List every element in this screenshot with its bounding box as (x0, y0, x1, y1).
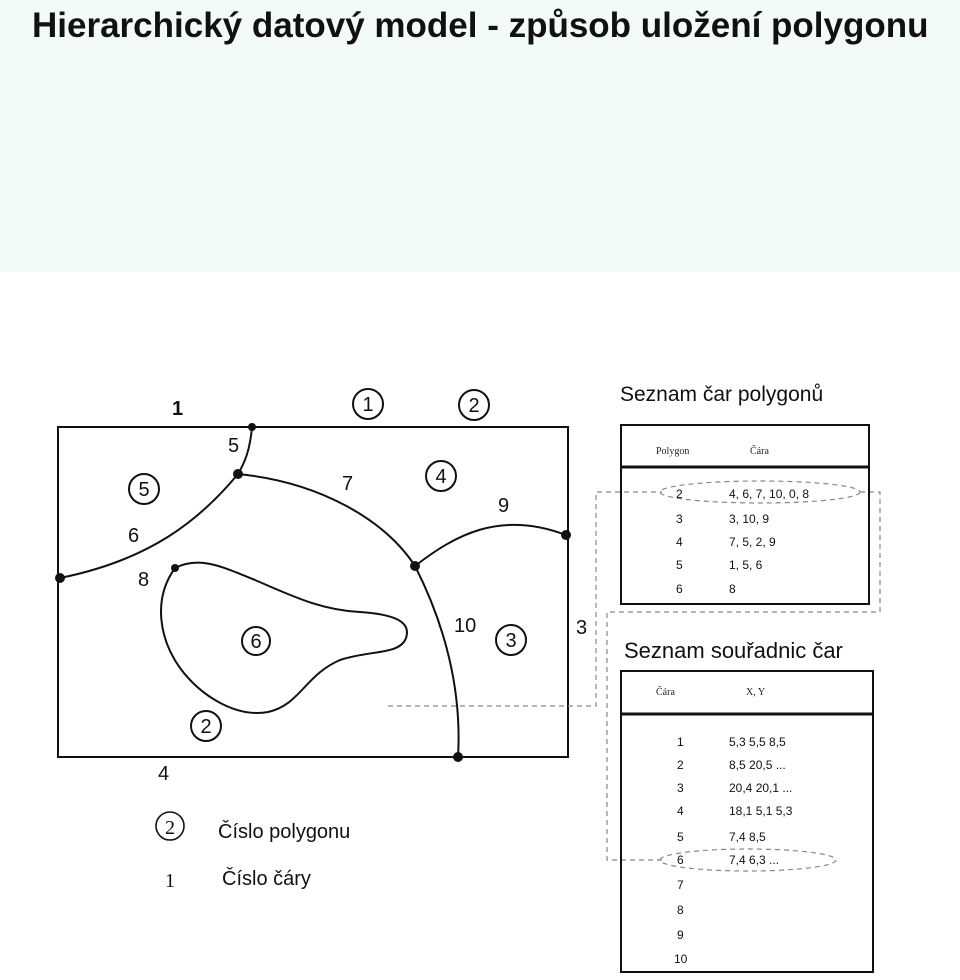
polygon-table (620, 424, 870, 605)
polygon-table-heading: Seznam čar polygonů (620, 383, 823, 406)
title-band (0, 0, 960, 272)
polygon-label-2: 2 (468, 395, 479, 417)
polygon-circle-4 (425, 460, 457, 492)
line-label-6: 6 (128, 525, 139, 547)
node (561, 530, 571, 540)
polygon-row-2-id: 3 (676, 512, 683, 526)
polygon-label-1: 1 (362, 394, 373, 416)
polygon-circle-1 (352, 388, 384, 420)
coord-table-heading: Seznam souřadnic čar (624, 638, 843, 663)
coord-row-3-id: 3 (677, 781, 684, 795)
coord-row-5-id: 5 (677, 830, 684, 844)
polygon-col-header-2: Čára (750, 445, 769, 457)
node (453, 752, 463, 762)
polygon-label-4: 4 (435, 466, 446, 488)
line-label-5: 5 (228, 435, 239, 457)
line-6 (59, 473, 239, 579)
coord-row-7-id: 7 (677, 878, 684, 892)
polygon-row-1-lines: 4, 6, 7, 10, 0, 8 (729, 487, 809, 501)
coord-row-1-xy: 5,3 5,5 8,5 (729, 735, 786, 749)
polygon-circle-6 (241, 626, 271, 656)
polygon-circle-2b (190, 710, 222, 742)
polygon-row-2-lines: 3, 10, 9 (729, 512, 769, 526)
connector-polygon-2 (388, 491, 662, 707)
line-label-4: 4 (158, 763, 169, 785)
polygon-row-1-id: 2 (676, 487, 683, 501)
coord-row-6-xy: 7,4 6,3 ... (729, 853, 779, 867)
polygon-label-6: 6 (250, 631, 261, 653)
polygon-label-3: 3 (505, 630, 516, 652)
polygon-circle-5 (128, 473, 160, 505)
line-label-1: 1 (172, 398, 183, 420)
line-label-3: 3 (576, 617, 587, 639)
legend-polygon-symbol: 2 (165, 817, 175, 839)
polygon-row-5-lines: 8 (729, 582, 736, 596)
node (55, 573, 65, 583)
line-5 (237, 426, 253, 475)
coord-row-3-xy: 20,4 20,1 ... (729, 781, 792, 795)
page-title: Hierarchický datový model - způsob ulože… (32, 6, 929, 45)
connector-line-6 (606, 491, 881, 861)
line-9 (414, 523, 567, 567)
polygon-label-2b: 2 (200, 716, 211, 738)
map-frame (57, 426, 569, 758)
legend-polygon-circle (155, 811, 185, 841)
line-label-10: 10 (454, 615, 476, 637)
line-7 (237, 473, 416, 567)
coord-row-2-id: 2 (677, 758, 684, 772)
line-label-8: 8 (138, 569, 149, 591)
line-8 (160, 561, 408, 714)
polygon-circle-2 (458, 389, 490, 421)
node (171, 564, 179, 572)
coord-row-9-id: 9 (677, 928, 684, 942)
polygon-label-5: 5 (138, 479, 149, 501)
polygon-row-3-lines: 7, 5, 2, 9 (729, 535, 776, 549)
legend-polygon-text: Číslo polygonu (218, 820, 350, 843)
polygon-row-4-id: 5 (676, 558, 683, 572)
highlight-row-line-6 (659, 848, 837, 872)
coord-col-header-2: X, Y (746, 687, 765, 698)
coord-row-6-id: 6 (677, 853, 684, 867)
polygon-col-header-1: Polygon (656, 446, 689, 457)
coord-row-10-id: 10 (674, 952, 688, 966)
polygon-row-4-lines: 1, 5, 6 (729, 558, 763, 572)
coord-row-1-id: 1 (677, 735, 684, 749)
coord-col-header-1: Čára (656, 686, 675, 698)
polygon-circle-3 (495, 624, 527, 656)
coord-row-8-id: 8 (677, 903, 684, 917)
coord-row-4-xy: 18,1 5,1 5,3 (729, 804, 793, 818)
highlight-row-polygon-2 (659, 480, 861, 504)
coord-row-4-id: 4 (677, 804, 684, 818)
node (233, 469, 243, 479)
line-10 (414, 565, 460, 758)
coord-table (620, 670, 874, 973)
coord-row-5-xy: 7,4 8,5 (729, 830, 766, 844)
legend-line-symbol: 1 (165, 870, 175, 892)
node (248, 423, 256, 431)
coord-row-2-xy: 8,5 20,5 ... (729, 758, 786, 772)
polygon-row-5-id: 6 (676, 582, 683, 596)
line-label-7: 7 (342, 473, 353, 495)
line-label-9: 9 (498, 495, 509, 517)
polygon-row-3-id: 4 (676, 535, 683, 549)
legend-line-text: Číslo čáry (222, 867, 311, 890)
node (410, 561, 420, 571)
